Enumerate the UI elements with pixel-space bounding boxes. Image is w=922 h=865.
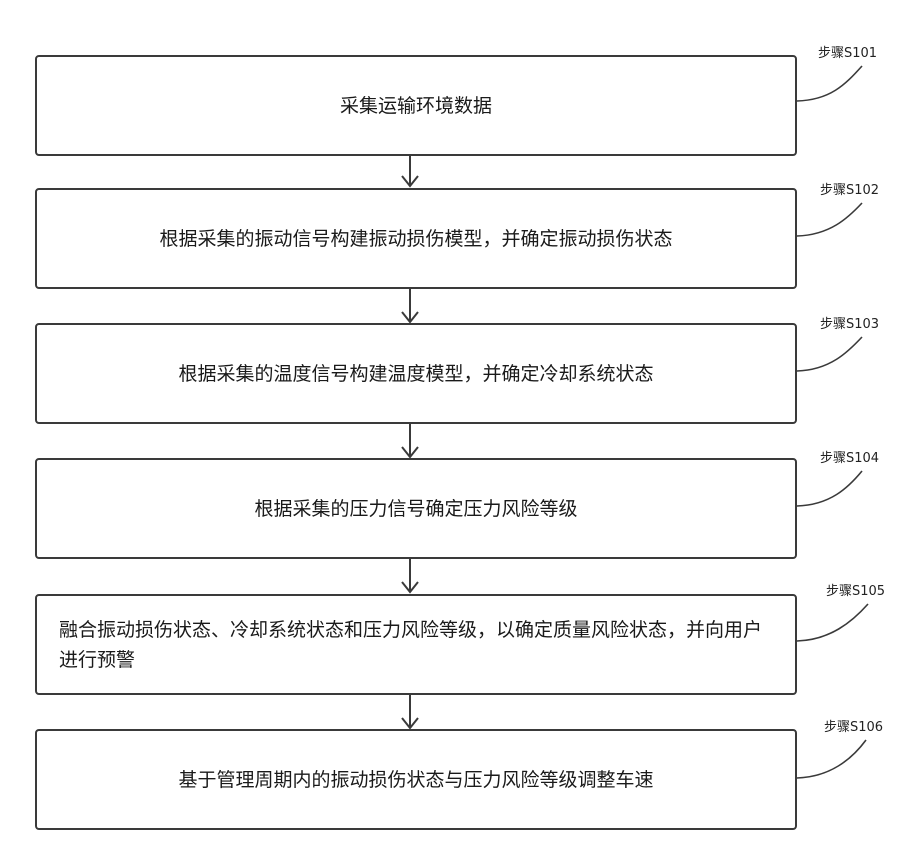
arrow-s105-s106 [402,695,418,728]
arrow-s101-s102 [402,156,418,186]
step-label-s102: 步骤S102 [820,179,879,198]
step-box-s106: 基于管理周期内的振动损伤状态与压力风险等级调整车速 [35,729,797,830]
step-text-s105: 融合振动损伤状态、冷却系统状态和压力风险等级，以确定质量风险状态，并向用户进行预… [59,615,773,675]
step-box-s103: 根据采集的温度信号构建温度模型，并确定冷却系统状态 [35,323,797,424]
leader-s103 [797,337,862,371]
step-text-s102: 根据采集的振动信号构建振动损伤模型，并确定振动损伤状态 [159,224,672,254]
step-text-s103: 根据采集的温度信号构建温度模型，并确定冷却系统状态 [178,359,653,389]
arrow-s102-s103 [402,289,418,322]
step-label-s106: 步骤S106 [824,716,883,735]
leader-s104 [797,471,862,506]
step-box-s104: 根据采集的压力信号确定压力风险等级 [35,458,797,559]
step-box-s105: 融合振动损伤状态、冷却系统状态和压力风险等级，以确定质量风险状态，并向用户进行预… [35,594,797,695]
leader-s106 [797,740,866,778]
step-text-s101: 采集运输环境数据 [340,91,492,121]
step-box-s102: 根据采集的振动信号构建振动损伤模型，并确定振动损伤状态 [35,188,797,289]
arrow-s103-s104 [402,424,418,457]
leader-s102 [797,203,862,236]
step-label-s101: 步骤S101 [818,42,877,61]
step-label-s103: 步骤S103 [820,313,879,332]
step-label-s104: 步骤S104 [820,447,879,466]
step-box-s101: 采集运输环境数据 [35,55,797,156]
leader-s101 [797,66,862,101]
step-label-s105: 步骤S105 [826,580,885,599]
arrow-s104-s105 [402,559,418,592]
step-text-s106: 基于管理周期内的振动损伤状态与压力风险等级调整车速 [178,765,653,795]
leader-s105 [797,604,868,641]
step-text-s104: 根据采集的压力信号确定压力风险等级 [254,494,577,524]
